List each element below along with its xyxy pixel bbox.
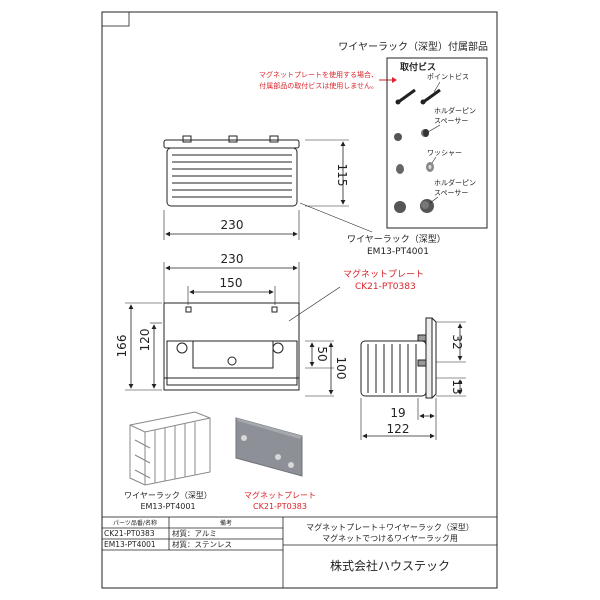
dim-hole-spacing: 150 xyxy=(220,276,243,290)
dim-side-height: 100 xyxy=(334,357,348,380)
dim-plate-height: 166 xyxy=(115,335,129,358)
dim-side-depth-small: 19 xyxy=(390,406,405,420)
parts-label-holder-pin-2b: スペーサー xyxy=(434,189,468,197)
product-line-2: マグネットでつけるワイヤーラック用 xyxy=(322,533,458,543)
photo-plate-code: CK21-PT0383 xyxy=(253,502,307,511)
callout-plate-name: マグネットプレート xyxy=(343,268,424,280)
corner-tab xyxy=(101,11,130,27)
parts-box: 取付ビス ポイントビス ホルダーピン スペーサー ワッシャー xyxy=(386,57,488,229)
wire-rack-photo xyxy=(129,411,211,486)
dim-rack-width: 230 xyxy=(221,218,244,232)
rack-top-view xyxy=(163,135,300,207)
parts-label-point-screw: ポイントビス xyxy=(427,72,469,81)
dim-plate-inner-height: 120 xyxy=(138,329,152,352)
callout-rack-name: ワイヤーラック（深型） xyxy=(347,234,446,245)
holder-pin-spacer-icon xyxy=(394,129,429,141)
note-line-2: 付属部品の取付ビスは使用しません。 xyxy=(259,81,378,90)
dim-side-mid: 50 xyxy=(315,346,329,361)
photo-rack-name: ワイヤーラック（深型） xyxy=(124,491,212,500)
parts-label-washer: ワッシャー xyxy=(427,149,462,157)
title-col-spec: 備考 xyxy=(220,519,232,527)
callout-plate-code: CK21-PT0383 xyxy=(355,282,416,292)
dim-side-depth: 122 xyxy=(387,422,410,436)
magnet-plate-photo xyxy=(235,417,303,477)
callout-rack-code: EM13-PT4001 xyxy=(367,247,429,257)
holder-pin-icon xyxy=(394,199,434,213)
plate-front-view xyxy=(163,302,300,391)
title-row2-spec: 材質：ステンレス xyxy=(172,539,232,549)
product-line-1: マグネットプレート＋ワイヤーラック（深型） xyxy=(306,522,474,532)
dim-side-bottom: 13 xyxy=(450,379,464,394)
rack-side-view xyxy=(360,317,437,399)
dim-plate-width: 230 xyxy=(221,252,244,266)
dim-rack-height: 115 xyxy=(335,164,349,187)
dim-side-top: 32 xyxy=(450,334,464,349)
photo-rack-code: EM13-PT4001 xyxy=(140,502,195,511)
parts-label-holder-pin-2a: ホルダーピン xyxy=(434,178,476,187)
company-name: 株式会社ハウステック xyxy=(330,558,450,573)
title-row1-spec: 材質：アルミ xyxy=(172,528,217,538)
point-screw-icon xyxy=(395,88,441,105)
title-block xyxy=(101,516,498,589)
note-line-1: マグネットプレートを使用する場合、 xyxy=(259,70,378,79)
parts-label-holder-pin-1a: ホルダーピン xyxy=(434,106,476,115)
washer-icon xyxy=(396,162,434,174)
title-col-code: パーツ品番/名称 xyxy=(113,519,157,527)
title-row1-code: CK21-PT0383 xyxy=(104,529,155,538)
parts-label-holder-pin-1b: スペーサー xyxy=(434,117,468,125)
header-title: ワイヤーラック（深型）付属部品 xyxy=(338,40,488,53)
photo-plate-name: マグネットプレート xyxy=(244,490,316,500)
parts-box-title: 取付ビス xyxy=(400,61,436,73)
title-row2-code: EM13-PT4001 xyxy=(104,540,156,549)
